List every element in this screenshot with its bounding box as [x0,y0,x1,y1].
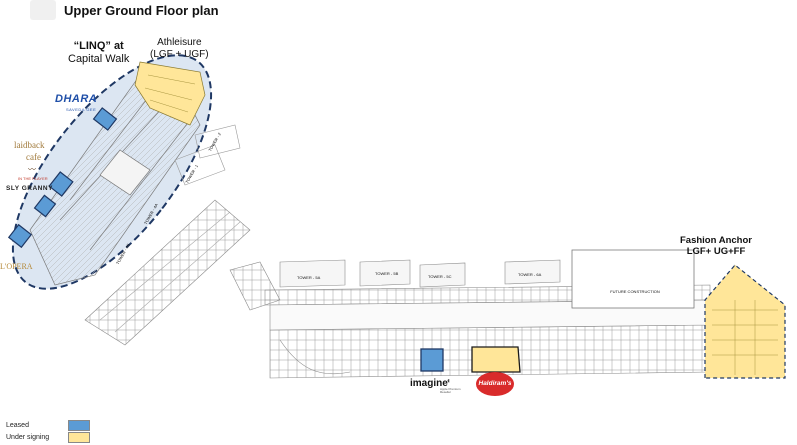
athleisure-callout: Athleisure (LGF + UGF) [150,37,209,60]
apple-reseller-text: Apple Premium Reseller [440,387,461,394]
dhara-logo-sub: SAVEDA GEE [66,107,97,112]
tower-5a-label: TOWER - 5A [297,275,321,280]
dhara-logo: DHARA [55,93,98,105]
fashion-anchor-floors: LGF+ UG+FF [686,245,746,257]
linq-subtitle: Capital Walk [68,52,130,65]
fashion-anchor-title: Fashion Anchor [680,235,752,246]
haldirams-logo: Haldiram's [476,372,514,396]
legend-under-signing-label: Under signing [6,434,50,441]
future-construction-label: FUTURE CONSTRUCTION [610,289,660,294]
linq-title: “LINQ” at [73,40,124,52]
linq-building-plan [29,74,201,286]
page-title: Upper Ground Floor plan [64,3,219,18]
leased-unit-laidback [48,171,74,197]
legend-leased: Leased [0,420,91,432]
tower-1-2-footprint [174,124,241,186]
tower-6a-label: TOWER - 6A [518,272,542,277]
athleisure-unit [134,61,206,126]
linq-callout: “LINQ” at Capital Walk [68,40,129,65]
leased-unit-dhara [92,107,118,131]
mustache-icon: 〰 [28,165,36,174]
laidback-cafe-logo: cafe [26,152,41,162]
fashion-anchor-zone [704,264,786,379]
in-the-player-logo: IN THE PLAYER [18,176,48,181]
athleisure-title: Athleisure [157,37,202,48]
legend-leased-label: Leased [6,422,29,429]
apple-icon: ◖ [446,376,451,385]
leased-unit-loperia [7,223,33,249]
brand-logo-mark [30,0,56,20]
legend-under-signing-swatch [68,432,90,443]
laidback-logo: laidback [14,140,45,150]
lopera-logo: L'OPERA [0,262,33,271]
legend-leased-swatch [68,420,90,431]
imagine-logo: imagine [410,378,448,389]
under-signing-unit-haldiram [471,346,521,373]
linq-leased-units [7,107,118,249]
athleisure-floors: (LGF + UGF) [150,48,209,60]
tower-5b-label: TOWER - 5B [375,271,399,276]
sly-granny-logo: SLY GRANNY [6,185,53,192]
future-construction-block [571,249,695,309]
legend-under-signing: Under signing [0,432,91,444]
leased-unit-imagine [420,348,444,372]
fashion-anchor-callout: Fashion Anchor LGF+ UG+FF [680,235,752,258]
leased-unit-slygranny [33,194,57,218]
tower-5c-label: TOWER - 5C [428,274,452,279]
